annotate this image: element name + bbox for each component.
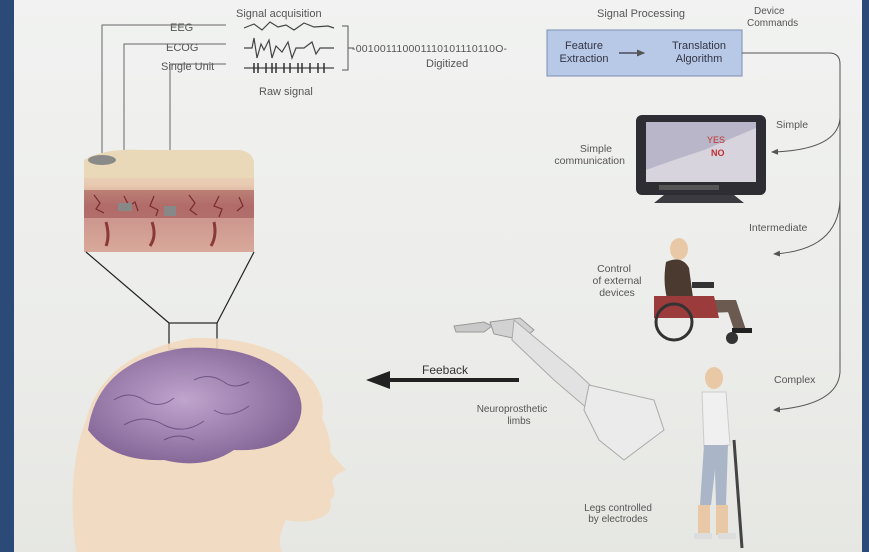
eeg-label: EEG [170, 22, 193, 34]
simple-communication-label-1: Simple [580, 143, 612, 155]
screen-no: NO [711, 148, 725, 158]
device-commands-label-1: Device [754, 6, 785, 17]
zoom-lines [86, 252, 254, 349]
walking-figure-illustration [694, 367, 742, 548]
simple-label: Simple [776, 119, 808, 131]
simple-communication-label-2: communication [554, 155, 625, 167]
neuroprosthetic-label-1: Neuroprosthetic [477, 404, 548, 415]
monitor-illustration [636, 115, 766, 203]
legs-controlled-label-2: by electrodes [588, 514, 647, 525]
control-label-3: devices [599, 287, 635, 299]
wheelchair-illustration [654, 238, 752, 344]
raw-signal-traces [244, 22, 334, 68]
digitized-label: Digitized [426, 58, 468, 70]
prosthetic-arm-illustration [454, 318, 664, 460]
translation-algorithm-label-2: Algorithm [676, 53, 722, 65]
control-label-1: Control [597, 263, 631, 275]
head-illustration [73, 338, 346, 552]
raw-signal-label: Raw signal [259, 86, 313, 98]
intermediate-label: Intermediate [749, 222, 808, 234]
neuroprosthetic-label-2: limbs [507, 416, 530, 427]
single-unit-label: Single Unit [161, 61, 214, 73]
feature-extraction-label-1: Feature [565, 40, 603, 52]
control-label-2: of external [592, 275, 641, 287]
bitstream-text: -001001110001110101110110O- [352, 43, 508, 55]
feedback-label: Feeback [422, 363, 469, 377]
signal-processing-label: Signal Processing [597, 8, 685, 20]
bci-diagram: Signal acquisition Signal Processing Dev… [14, 0, 862, 552]
signal-acquisition-label: Signal acquisition [236, 8, 322, 20]
legs-controlled-label-1: Legs controlled [584, 503, 652, 514]
tissue-cross-section [84, 150, 254, 252]
feature-extraction-label-2: Extraction [560, 53, 609, 65]
complex-label: Complex [774, 374, 816, 386]
feedback-arrow-head [366, 371, 390, 389]
device-commands-label-2: Commands [747, 18, 798, 29]
translation-algorithm-label-1: Translation [672, 40, 726, 52]
diagram-canvas: Signal acquisition Signal Processing Dev… [14, 0, 862, 552]
screen-yes: YES [707, 135, 725, 145]
